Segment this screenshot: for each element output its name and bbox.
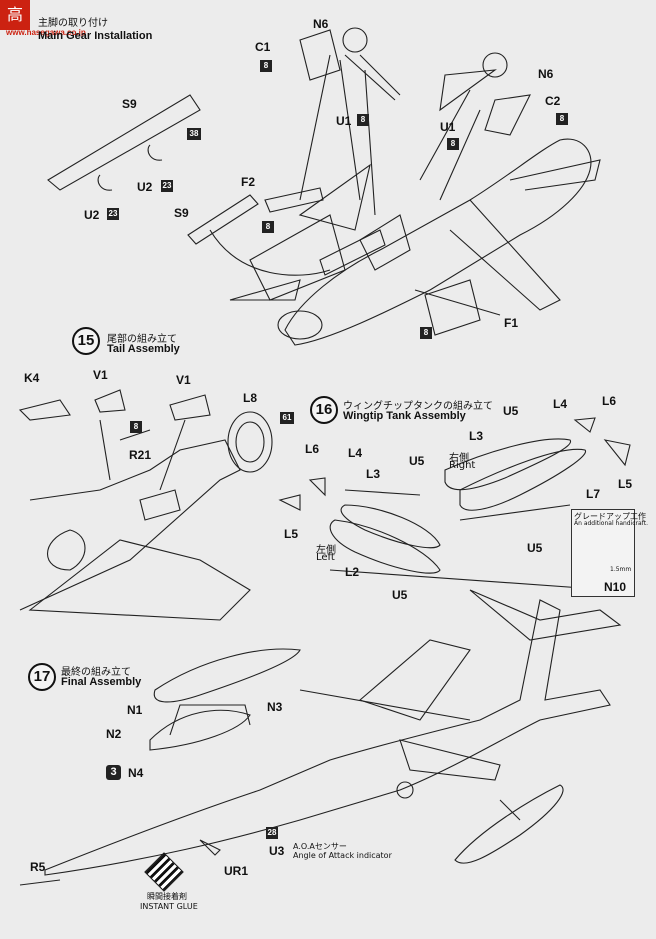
part-c2: C2 — [545, 94, 561, 108]
step-17-jp-title: 最終の組み立て — [61, 667, 131, 678]
tank-drawing — [278, 417, 631, 591]
part-u5-b: U5 — [409, 454, 425, 468]
part-ur1: UR1 — [224, 864, 249, 878]
part-v1-right: V1 — [176, 373, 191, 387]
part-v1-left: V1 — [93, 368, 108, 382]
part-f1: F1 — [504, 316, 519, 330]
step-17-en-title: Final Assembly — [61, 676, 142, 688]
part-f2: F2 — [241, 175, 256, 189]
part-u5-d: U5 — [392, 588, 408, 602]
part-u2-right: U2 — [137, 180, 153, 194]
step-15-jp-title: 尾部の組み立て — [107, 334, 177, 345]
badge-38: 38 — [187, 128, 201, 140]
left-side-jp: 左側 — [316, 545, 336, 556]
part-u1-left: U1 — [336, 114, 352, 128]
step-14-jp-title: 主脚の取り付け — [38, 18, 108, 29]
step-15-number: 15 — [72, 327, 100, 355]
part-r21: R21 — [129, 448, 152, 462]
gear-parts-drawing — [47, 27, 531, 336]
badge-8-c2: 8 — [556, 113, 568, 125]
step-15-en-title: Tail Assembly — [107, 343, 180, 355]
part-s9-mid: S9 — [174, 206, 189, 220]
part-n2: N2 — [106, 727, 122, 741]
aircraft-final-drawing — [19, 589, 622, 886]
inset-jp-title: グレードアップ工作 — [574, 512, 646, 521]
badge-8-c1: 8 — [260, 60, 272, 72]
aoa-jp: A.O.Aセンサー — [293, 842, 347, 851]
badge-8-u1-left: 8 — [357, 114, 369, 126]
part-u2-left: U2 — [84, 208, 100, 222]
part-l6-left: L6 — [305, 442, 320, 456]
tail-drawing — [18, 389, 273, 621]
step-16-jp-title: ウィングチップタンクの組み立て — [343, 401, 493, 412]
logo-icon: 高 — [0, 0, 30, 30]
part-l5-left: L5 — [284, 527, 299, 541]
part-n4: N4 — [128, 766, 144, 780]
badge-8-u1-right: 8 — [447, 138, 459, 150]
n10-inset-box — [571, 509, 635, 597]
part-l8: L8 — [243, 391, 258, 405]
badge-8-f2: 8 — [262, 221, 274, 233]
glue-jp: 瞬間接着剤 — [147, 892, 187, 901]
part-l4-right: L4 — [553, 397, 568, 411]
part-l3-left: L3 — [366, 467, 381, 481]
step-16-en-title: Wingtip Tank Assembly — [343, 410, 466, 422]
part-n1: N1 — [127, 703, 143, 717]
inset-dimension: 1.5mm — [610, 566, 632, 573]
part-c1: C1 — [255, 40, 271, 54]
part-n3: N3 — [267, 700, 283, 714]
part-l5-right: L5 — [618, 477, 633, 491]
part-s9-top: S9 — [122, 97, 137, 111]
part-r5: R5 — [30, 860, 46, 874]
badge-28: 28 — [266, 827, 278, 839]
part-u3: U3 — [269, 844, 285, 858]
part-n6-top: N6 — [313, 17, 329, 31]
badge-3-n4: 3 — [106, 765, 121, 780]
part-n10: N10 — [604, 580, 627, 594]
step-17-number: 17 — [28, 663, 56, 691]
glue-en: INSTANT GLUE — [140, 902, 198, 911]
fuselage-top-drawing — [229, 138, 601, 346]
part-k4: K4 — [24, 371, 40, 385]
badge-23-u2-right: 23 — [161, 180, 173, 192]
badge-61: 61 — [280, 412, 294, 424]
right-side-jp: 右側 — [449, 453, 469, 464]
aoa-en: Angle of Attack indicator — [293, 851, 392, 860]
part-l2: L2 — [345, 565, 360, 579]
part-u5-a: U5 — [503, 404, 519, 418]
left-side-en: Left — [316, 552, 335, 563]
part-l4-left: L4 — [348, 446, 363, 460]
inset-en-title: An additional handicraft. — [574, 520, 648, 527]
part-u1-right: U1 — [440, 120, 456, 134]
badge-8-f1: 8 — [420, 327, 432, 339]
part-u5-c: U5 — [527, 541, 543, 555]
badge-8-tail: 8 — [130, 421, 142, 433]
step-14-en-title: Main Gear Installation — [38, 30, 153, 42]
right-side-en: Right — [449, 460, 476, 471]
part-l6-right: L6 — [602, 394, 617, 408]
step-16-number: 16 — [310, 396, 338, 424]
badge-23-u2-left: 23 — [107, 208, 119, 220]
watermark-text: www.hasegawa.co.jp — [6, 28, 86, 37]
part-l3-right: L3 — [469, 429, 484, 443]
part-n6-right: N6 — [538, 67, 554, 81]
part-l7: L7 — [586, 487, 601, 501]
